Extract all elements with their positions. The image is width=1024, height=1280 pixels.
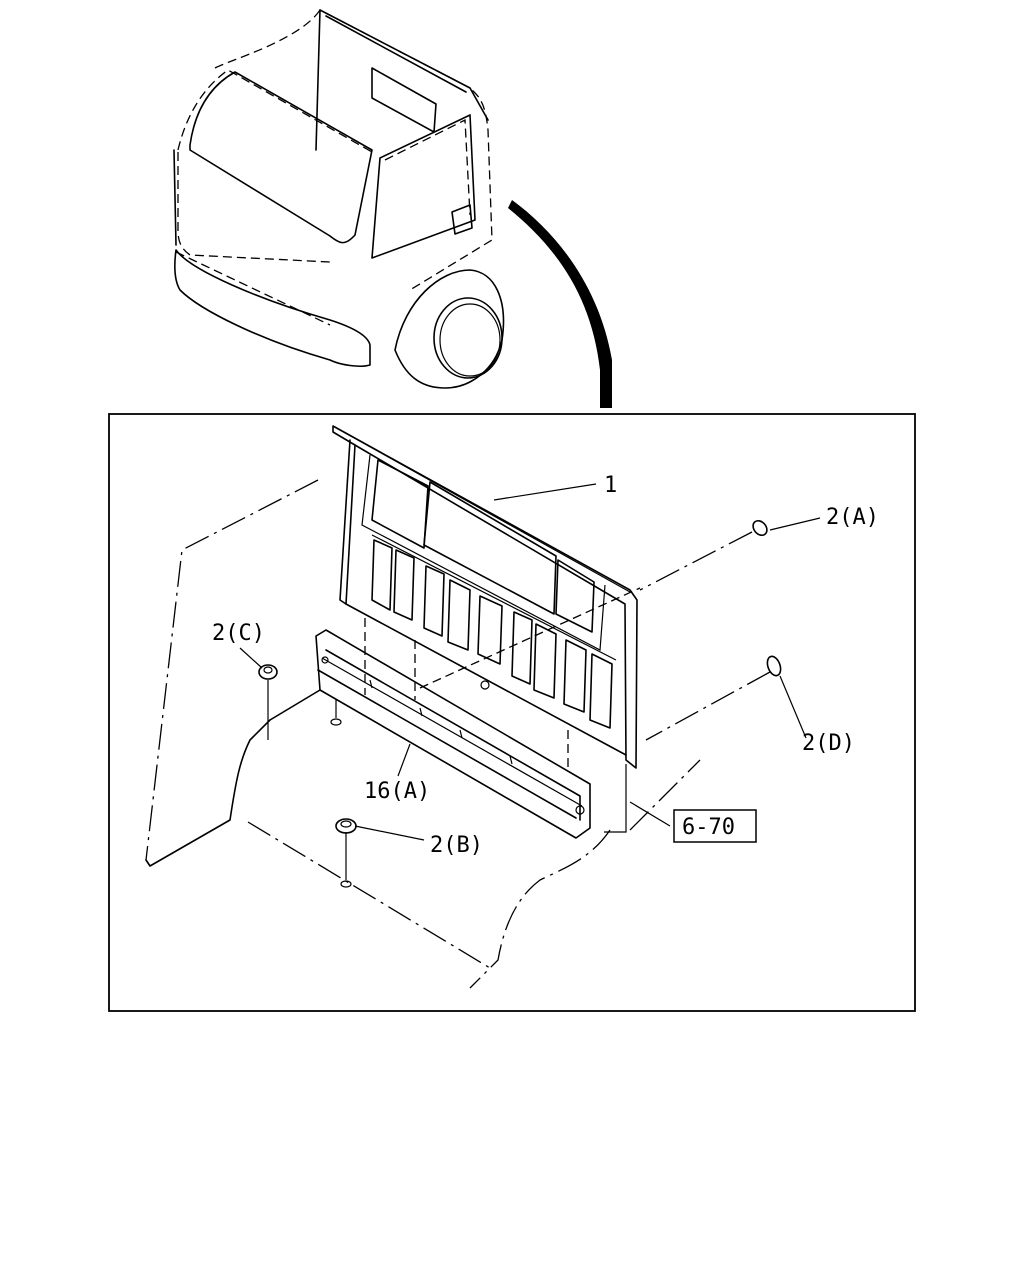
leader-lines <box>239 483 821 880</box>
callout-part-2a: 2(A) <box>826 505 879 530</box>
hole-marker-icon <box>330 718 342 726</box>
callout-part-2c: 2(C) <box>212 621 265 646</box>
grommet-2c-icon <box>258 664 278 680</box>
reference-box[interactable]: 6-70 <box>673 809 757 843</box>
back-panel-drawing <box>332 425 641 772</box>
curved-pointer-icon <box>508 200 612 408</box>
callout-part-1: 1 <box>604 473 617 498</box>
detail-frame <box>108 413 916 1012</box>
plug-2a-icon <box>752 519 768 537</box>
reference-box-label: 6-70 <box>682 815 735 840</box>
callout-part-2d: 2(D) <box>802 731 855 756</box>
cab-side-outline <box>145 479 701 989</box>
grommet-2b-icon <box>335 818 357 834</box>
callout-part-16a: 16(A) <box>364 779 430 804</box>
callout-part-2b: 2(B) <box>430 833 483 858</box>
truck-cab-outline-icon <box>173 9 505 389</box>
hole-marker-icon <box>340 880 352 888</box>
plug-2d-icon <box>766 655 782 677</box>
